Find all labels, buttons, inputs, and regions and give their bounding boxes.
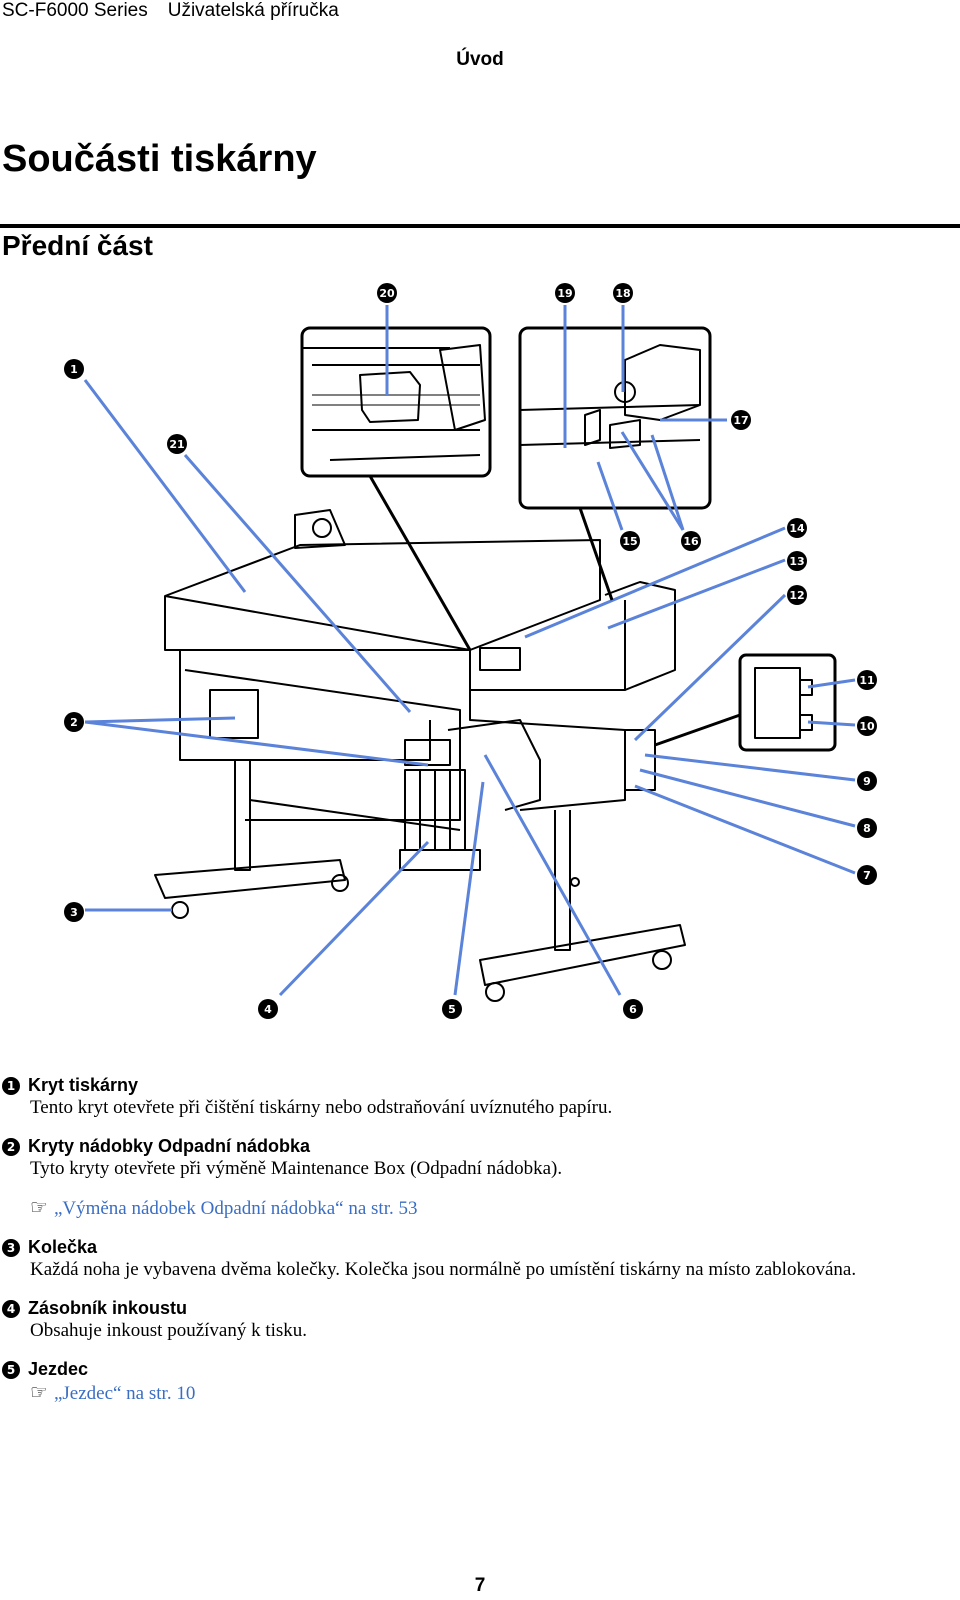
callout-15: 15 [620,531,640,551]
callout-6: 6 [623,999,643,1019]
callout-11: 11 [857,670,877,690]
svg-text:6: 6 [629,1003,637,1016]
list-item-4: 4 Zásobník inkoustu Obsahuje inkoust použ… [0,1297,960,1343]
item-title: Kolečka [28,1237,98,1257]
callout-leaders [83,305,856,997]
callout-18: 18 [613,283,633,303]
item-number-badge: 4 [2,1300,20,1318]
callout-4: 4 [258,999,278,1019]
svg-text:9: 9 [863,775,871,788]
header-manual: Uživatelská příručka [167,0,339,21]
callout-10: 10 [857,716,877,736]
svg-text:18: 18 [615,287,630,300]
callout-14: 14 [787,518,807,538]
list-item-1: 1 Kryt tiskárny Tento kryt otevřete při č… [0,1074,960,1120]
item-title: Kryt tiskárny [28,1075,139,1095]
callout-1: 1 [64,359,84,379]
item-number-badge: 1 [2,1077,20,1095]
callout-3: 3 [64,902,84,922]
pointing-hand-icon: ☞ [30,1195,48,1219]
item-number-badge: 2 [2,1138,20,1156]
item-title: Jezdec [28,1359,89,1379]
item-description: Tyto kryty otevřete při výměně Maintenan… [30,1158,563,1179]
item-description: Obsahuje inkoust používaný k tisku. [30,1320,308,1341]
list-item-5: 5 Jezdec ☞„Jezdec“ na str. 10 [0,1358,960,1406]
svg-text:8: 8 [863,822,871,835]
item-number-badge: 3 [2,1239,20,1257]
item-description: Tento kryt otevřete při čištění tiskárny… [30,1097,613,1118]
svg-text:7: 7 [863,869,871,882]
svg-text:19: 19 [557,287,572,300]
callout-9: 9 [857,771,877,791]
callout-13: 13 [787,551,807,571]
item-number-badge: 5 [2,1361,20,1379]
pointing-hand-icon: ☞ [30,1380,48,1404]
svg-text:16: 16 [683,535,699,548]
callout-19: 19 [555,283,575,303]
header-series: SC-F6000 Series [2,0,148,21]
svg-text:11: 11 [859,674,874,687]
item-title: Kryty nádobky Odpadní nádobka [28,1136,311,1156]
cross-reference-link[interactable]: „Jezdec“ na str. 10 [53,1383,196,1404]
svg-text:20: 20 [379,287,395,300]
section-rule [0,224,960,228]
item-title: Zásobník inkoustu [28,1298,188,1318]
svg-text:13: 13 [789,555,804,568]
callout-7: 7 [857,865,877,885]
svg-text:12: 12 [789,589,804,602]
svg-text:15: 15 [622,535,637,548]
svg-text:4: 4 [264,1003,272,1016]
callout-21: 21 [167,434,187,454]
callout-8: 8 [857,818,877,838]
callout-badges: 1 21 20 19 18 17 14 15 16 13 12 11 10 9 … [64,283,877,1019]
page-title: Součásti tiskárny [2,138,317,180]
svg-text:21: 21 [169,438,184,451]
svg-text:1: 1 [70,363,78,376]
svg-text:17: 17 [733,414,748,427]
svg-text:5: 5 [448,1003,456,1016]
list-item-3: 3 Kolečka Každá noha je vybavena dvěma ko… [0,1236,960,1282]
running-header: SC-F6000 Series Uživatelská příručka [2,0,359,22]
svg-text:3: 3 [70,906,78,919]
callout-12: 12 [787,585,807,605]
printer-illustration: 1 21 20 19 18 17 14 15 16 13 12 11 10 9 … [64,283,877,1019]
svg-text:10: 10 [859,720,875,733]
page-number: 7 [474,1575,486,1596]
chapter-title: Úvod [456,49,504,70]
callout-5: 5 [442,999,462,1019]
printer-front-diagram: 1 21 20 19 18 17 14 15 16 13 12 11 10 9 … [0,280,960,1050]
list-item-2: 2 Kryty nádobky Odpadní nádobka Tyto kryt… [0,1135,960,1221]
callout-16: 16 [681,531,701,551]
cross-reference-link[interactable]: „Výměna nádobek Odpadní nádobka“ na str.… [53,1198,418,1219]
component-list: 1 Kryt tiskárny Tento kryt otevřete při č… [0,1074,960,1421]
callout-2: 2 [64,712,84,732]
item-description: Každá noha je vybavena dvěma kolečky. Ko… [30,1259,857,1280]
callout-17: 17 [731,410,751,430]
callout-20: 20 [377,283,397,303]
svg-text:2: 2 [70,716,78,729]
svg-text:14: 14 [789,522,805,535]
section-title: Přední část [2,230,153,261]
